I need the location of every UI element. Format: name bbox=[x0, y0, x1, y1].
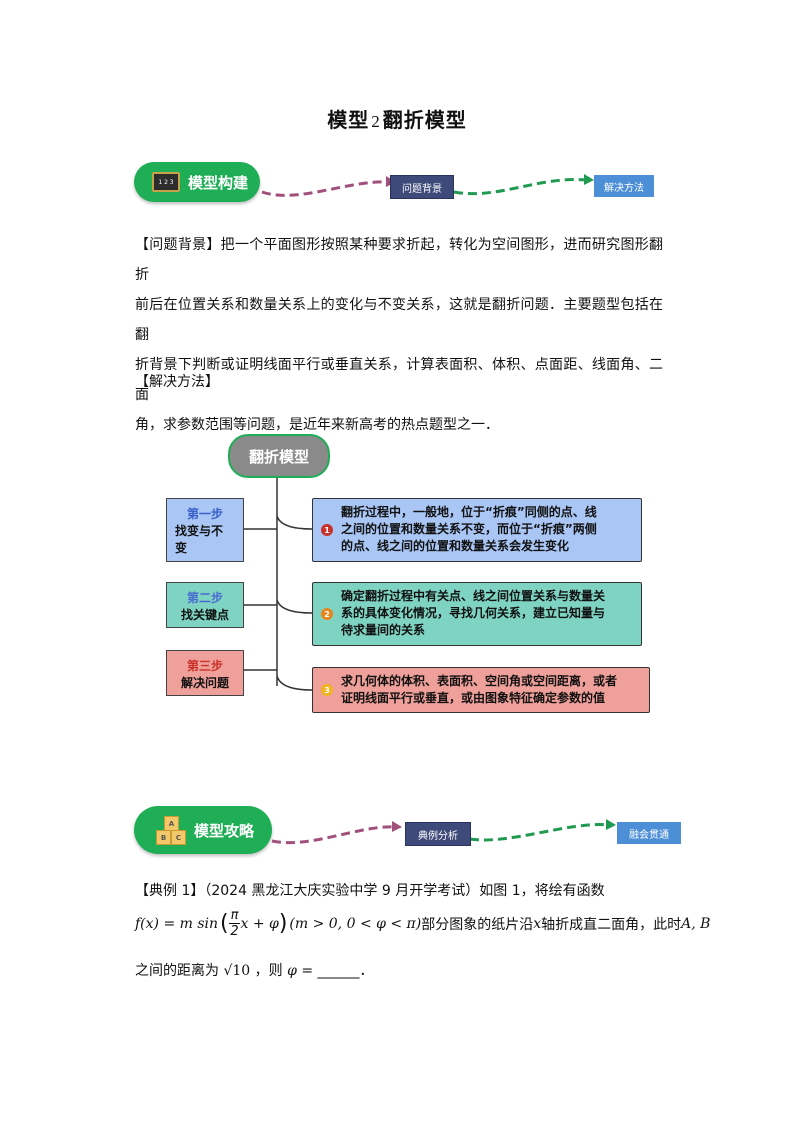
connector-arrows-2 bbox=[271, 819, 616, 845]
step-label: 找变与不 bbox=[175, 524, 224, 538]
step-number: 第一步 bbox=[186, 507, 223, 521]
answer-blank: = ______． bbox=[301, 963, 374, 979]
mindmap-root: 翻折模型 bbox=[228, 434, 330, 478]
purple-dashed-arrow bbox=[271, 825, 395, 845]
paren-open: ( bbox=[220, 911, 229, 936]
step-box-2: 第二步 找关键点 bbox=[166, 582, 244, 628]
green-arrowhead bbox=[584, 174, 594, 185]
step-desc-3: 3 求几何体的体积、表面积、空间角或空间距离，或者 证明线面平行或垂直，或由图象… bbox=[312, 667, 650, 713]
desc-line: 系的具体变化情况，寻找几何关系，建立已知量与 bbox=[341, 606, 606, 620]
tag-integration: 融会贯通 bbox=[617, 822, 681, 844]
tag-solution-method: 解决方法 bbox=[594, 175, 654, 197]
example-formula-line: f(x) = m sin ( π 2 x + φ ) (m > 0, 0 < φ… bbox=[135, 908, 710, 939]
step-desc-2: 2 确定翻折过程中有关点、线之间位置关系与数量关 系的具体变化情况，寻找几何关系… bbox=[312, 582, 642, 646]
background-line: 折背景下判断或证明线面平行或垂直关系，计算表面积、体积、点面距、线面角、二面 bbox=[135, 357, 663, 403]
block-b: B bbox=[156, 830, 171, 845]
tag-problem-background: 问题背景 bbox=[390, 175, 454, 199]
example-heading: 【典例 1】（2024 黑龙江大庆实验中学 9 月开学考试）如图 1，将绘有函数 bbox=[135, 883, 605, 899]
fraction: π 2 bbox=[228, 908, 241, 939]
example-question-line: 之间的距离为 √10 ，则 φ = ______． bbox=[135, 960, 374, 980]
title-suffix: 翻折模型 bbox=[382, 108, 467, 132]
green-arrowhead bbox=[606, 819, 616, 830]
title-prefix: 模型 bbox=[327, 108, 370, 132]
background-line: 前后在位置关系和数量关系上的变化与不变关系，这就是翻折问题．主要题型包括在翻 bbox=[135, 297, 663, 343]
blackboard-icon: 1 2 3 bbox=[152, 172, 180, 192]
step-number: 第三步 bbox=[186, 659, 223, 673]
points-ab: A, B bbox=[681, 915, 711, 932]
step-box-3: 第三步 解决问题 bbox=[166, 650, 244, 696]
desc-line: 求几何体的体积、表面积、空间角或空间距离，或者 bbox=[341, 674, 618, 688]
step-label: 找关键点 bbox=[180, 608, 229, 622]
number-badge: 2 bbox=[321, 608, 333, 620]
background-paragraph: 【问题背景】把一个平面图形按照某种要求折起，转化为空间图形，进而研究图形翻折 前… bbox=[135, 230, 663, 440]
green-dashed-arrow bbox=[469, 823, 609, 842]
paren-close: ) bbox=[278, 911, 288, 936]
var-x: x bbox=[533, 915, 542, 932]
desc-line: 待求量间的关系 bbox=[341, 623, 426, 637]
desc-line: 的点、线之间的位置和数量关系会发生变化 bbox=[341, 539, 570, 553]
desc-line: 证明线面平行或垂直，或由图象特征确定参数的值 bbox=[341, 691, 606, 705]
purple-dashed-arrow bbox=[261, 180, 389, 197]
section-pill-model-build: 1 2 3 模型构建 bbox=[134, 162, 260, 202]
section-title: 模型攻略 bbox=[194, 821, 255, 840]
purple-arrowhead bbox=[392, 821, 402, 832]
var-phi: φ bbox=[287, 963, 297, 979]
example-text: 部分图象的纸片沿 bbox=[421, 916, 534, 933]
step-box-1: 第一步 找变与不 变 bbox=[166, 498, 244, 562]
green-dashed-arrow bbox=[453, 178, 587, 196]
step-label-cont: 变 bbox=[175, 541, 188, 555]
sqrt-value: √10 bbox=[223, 963, 251, 979]
tag-example-analysis: 典例分析 bbox=[405, 822, 471, 846]
desc-line: 翻折过程中，一般地，位于“折痕”同侧的点、线 bbox=[341, 505, 597, 519]
fraction-numerator: π bbox=[228, 908, 241, 924]
step-label: 解决问题 bbox=[180, 676, 229, 690]
abc-blocks-icon: A B C bbox=[156, 816, 186, 845]
example-text: ，则 bbox=[254, 963, 283, 979]
background-line: 角，求参数范围等问题，是近年来新高考的热点题型之一． bbox=[135, 417, 499, 433]
background-line: 【问题背景】把一个平面图形按照某种要求折起，转化为空间图形，进而研究图形翻折 bbox=[135, 237, 663, 283]
example-text: 之间的距离为 bbox=[135, 963, 219, 979]
number-badge: 1 bbox=[321, 524, 333, 536]
fraction-denominator: 2 bbox=[230, 924, 239, 939]
desc-line: 确定翻折过程中有关点、线之间位置关系与数量关 bbox=[341, 589, 606, 603]
title-number: 2 bbox=[371, 112, 381, 131]
step-desc-1: 1 翻折过程中，一般地，位于“折痕”同侧的点、线 之间的位置和数量关系不变，而位… bbox=[312, 498, 642, 562]
example-text: 轴折成直二面角，此时 bbox=[541, 916, 682, 933]
method-heading: 【解决方法】 bbox=[135, 374, 219, 390]
desc-line: 之间的位置和数量关系不变，而位于“折痕”两侧 bbox=[341, 522, 597, 536]
formula-condition: (m > 0, 0 < φ < π) bbox=[289, 915, 422, 932]
block-a: A bbox=[164, 816, 179, 831]
mindmap-lines bbox=[244, 476, 313, 691]
section-title: 模型构建 bbox=[188, 173, 249, 192]
block-c: C bbox=[171, 830, 186, 845]
number-badge: 3 bbox=[321, 684, 333, 696]
formula-rest: x + φ bbox=[240, 915, 279, 932]
formula-lhs: f(x) = m sin bbox=[135, 915, 219, 932]
blackboard-text: 1 2 3 bbox=[158, 178, 174, 186]
step-number: 第二步 bbox=[186, 591, 223, 605]
section-pill-model-strategy: A B C 模型攻略 bbox=[134, 806, 272, 854]
